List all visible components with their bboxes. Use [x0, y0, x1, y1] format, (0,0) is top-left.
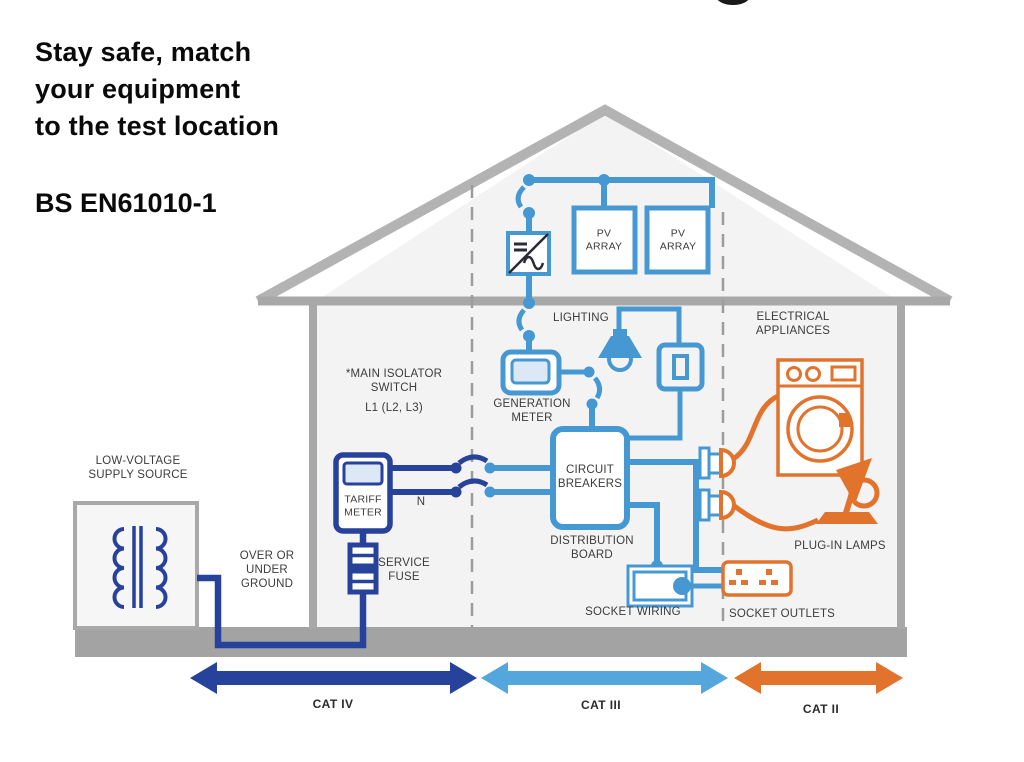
socket-wiring-icon: [626, 564, 723, 608]
mains-supply-wire: [197, 531, 379, 649]
appliance-cable: [731, 393, 780, 462]
washing-machine-icon: [776, 358, 864, 477]
inverter-icon: [506, 231, 551, 353]
main-isolator-label: *MAIN ISOLATOR SWITCH: [345, 368, 443, 394]
logo-fragment: [717, 0, 749, 5]
roof-outline: [255, 104, 953, 306]
plug-socket-icon-1: [698, 393, 780, 480]
generation-meter-label: GENERATION METER: [493, 398, 571, 424]
desk-lamp-icon: [816, 458, 880, 524]
over-under-ground-label: OVER OR UNDER GROUND: [239, 550, 295, 590]
pv-array-1-label: PV ARRAY: [585, 227, 623, 253]
phases-label: L1 (L2, L3): [365, 402, 423, 414]
circuit-breakers-label: CIRCUIT BREAKERS: [557, 464, 623, 490]
cat-ii-arrow: [734, 662, 903, 694]
standard-code: BS EN61010-1: [35, 188, 217, 218]
cat-ii-label: CAT II: [802, 702, 840, 716]
socket-outlets-icon: [721, 560, 793, 597]
lamp-cable: [731, 503, 820, 532]
category-arrows: [190, 662, 903, 694]
cat-iv-label: CAT IV: [312, 697, 354, 711]
pv-array-2-icon: [644, 205, 711, 275]
lighting-label: LIGHTING: [553, 312, 609, 324]
circuit-breakers-icon: [550, 426, 630, 530]
service-fuse-icon: [347, 542, 379, 595]
tariff-meter-icon: [333, 452, 393, 534]
light-switch-icon: [656, 342, 705, 392]
lighting-circuit: [598, 306, 705, 441]
service-fuse-label: SERVICE FUSE: [378, 557, 430, 583]
ground-bar: [75, 627, 907, 657]
plug-socket-icon-2: [698, 488, 820, 532]
tariff-meter-label: TARIFF METER: [344, 493, 382, 519]
socket-wiring-label: SOCKET WIRING: [585, 606, 681, 618]
pv-array-2-label: PV ARRAY: [659, 227, 697, 253]
neutral-label: N: [416, 496, 426, 508]
pv-circuit-wire: [515, 174, 715, 233]
socket-outlets-label: SOCKET OUTLETS: [728, 608, 836, 620]
pendant-lamp-icon: [598, 329, 642, 372]
main-isolator-switch-icon: [390, 454, 556, 498]
headline: Stay safe, match your equipment to the t…: [35, 37, 280, 141]
electrical-appliances-label: ELECTRICAL APPLIANCES: [755, 311, 831, 337]
low-voltage-supply-label: LOW-VOLTAGE SUPPLY SOURCE: [88, 455, 188, 481]
cat-iv-arrow: [190, 662, 477, 694]
cat-iii-arrow: [481, 662, 728, 694]
distribution-board-label: DISTRIBUTION BOARD: [550, 535, 634, 561]
cat-iii-label: CAT III: [581, 698, 621, 712]
generation-meter-icon: [500, 349, 603, 430]
house: [75, 104, 953, 657]
transformer-icon: [73, 501, 199, 630]
plug-in-lamps-label: PLUG-IN LAMPS: [794, 540, 886, 552]
pv-array-1-icon: [571, 205, 638, 275]
dc-isolator-switch-icon: [515, 185, 526, 209]
